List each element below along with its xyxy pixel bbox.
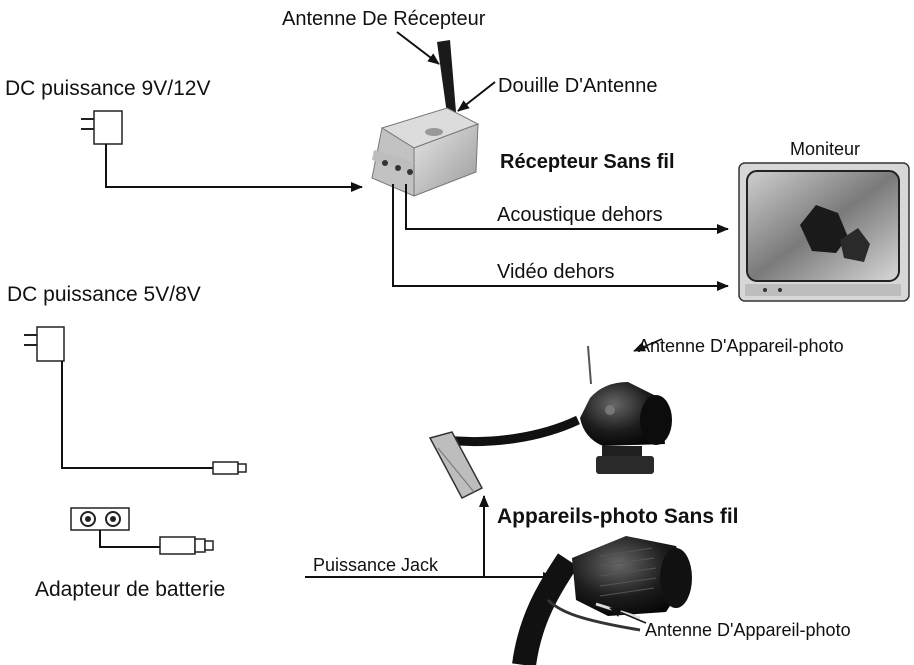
receiver-antenna <box>437 40 456 114</box>
audio-out-line <box>405 184 729 234</box>
acoustique-dehors-label: Acoustique dehors <box>497 204 663 226</box>
battery-adapter <box>70 507 214 555</box>
antenne-appareil-photo-bottom-label: Antenne D'Appareil-photo <box>645 620 851 640</box>
appareils-photo-sans-fil-label: Appareils-photo Sans fil <box>497 505 739 528</box>
dc-5v-8v-label: DC puissance 5V/8V <box>7 283 201 306</box>
douille-antenne-label: Douille D'Antenne <box>498 75 658 97</box>
antenne-recepteur-label: Antenne De Récepteur <box>282 8 486 30</box>
camera-top <box>428 338 672 499</box>
power-adapter-5v-8v <box>24 326 247 475</box>
douille-antenne-arrow <box>457 81 496 112</box>
puissance-jack-label: Puissance Jack <box>313 555 439 575</box>
recepteur-sans-fil-label: Récepteur Sans fil <box>500 151 675 173</box>
monitor <box>738 162 910 302</box>
video-dehors-label: Vidéo dehors <box>497 261 615 283</box>
antenne-appareil-photo-top-label: Antenne D'Appareil-photo <box>638 336 844 356</box>
adapteur-batterie-label: Adapteur de batterie <box>35 578 226 601</box>
antenne-recepteur-arrow <box>396 31 440 65</box>
dc-9v-12v-label: DC puissance 9V/12V <box>5 77 211 100</box>
camera-bottom <box>512 536 692 665</box>
video-out-line <box>392 184 729 291</box>
power-adapter-9v-12v <box>81 110 363 192</box>
wireless-receiver <box>371 107 480 197</box>
moniteur-label: Moniteur <box>790 139 861 159</box>
